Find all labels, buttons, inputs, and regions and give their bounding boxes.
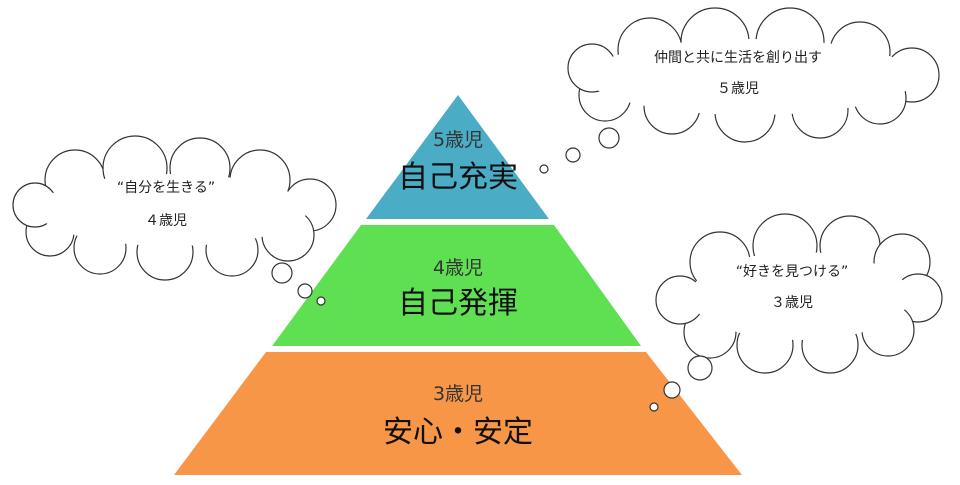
thought-bubble-dot: [649, 402, 659, 412]
thought-bubble-dot: [297, 283, 313, 299]
pyramid-tier-middle: [272, 225, 641, 346]
thought-cloud-five: [567, 7, 940, 143]
tier-middle-title: 自己発揮: [398, 286, 518, 321]
thought-cloud-three: [655, 213, 943, 374]
thought-bubble-dot: [687, 355, 713, 381]
cloud-five-line2: ５歳児: [717, 81, 759, 97]
cloud-three-line2: ３歳児: [771, 295, 813, 311]
thought-cloud-four: [12, 135, 337, 281]
tier-bottom-age: 3歳児: [433, 383, 483, 405]
thought-bubble-dot: [565, 147, 581, 163]
cloud-four-line2: ４歳児: [145, 213, 187, 229]
tier-bottom-title: 安心・安定: [383, 415, 533, 450]
cloud-three-line1: “好きを見つける”: [736, 264, 849, 280]
thought-bubble-dot: [539, 164, 549, 174]
thought-bubble-dot: [663, 381, 681, 399]
cloud-five-line1: 仲間と共に生活を創り出す: [654, 50, 822, 66]
thought-bubble-dot: [598, 127, 620, 149]
thought-bubble-dot: [316, 296, 326, 306]
tier-middle-age: 4歳児: [433, 257, 483, 279]
cloud-four-line1: “自分を生きる”: [117, 180, 215, 196]
pyramid-tier-bottom: [174, 352, 742, 475]
pyramid-tier-top: [366, 95, 549, 219]
tier-top-age: 5歳児: [433, 129, 483, 151]
thought-bubble-dot: [271, 262, 293, 284]
tier-top-title: 自己充実: [398, 160, 518, 195]
